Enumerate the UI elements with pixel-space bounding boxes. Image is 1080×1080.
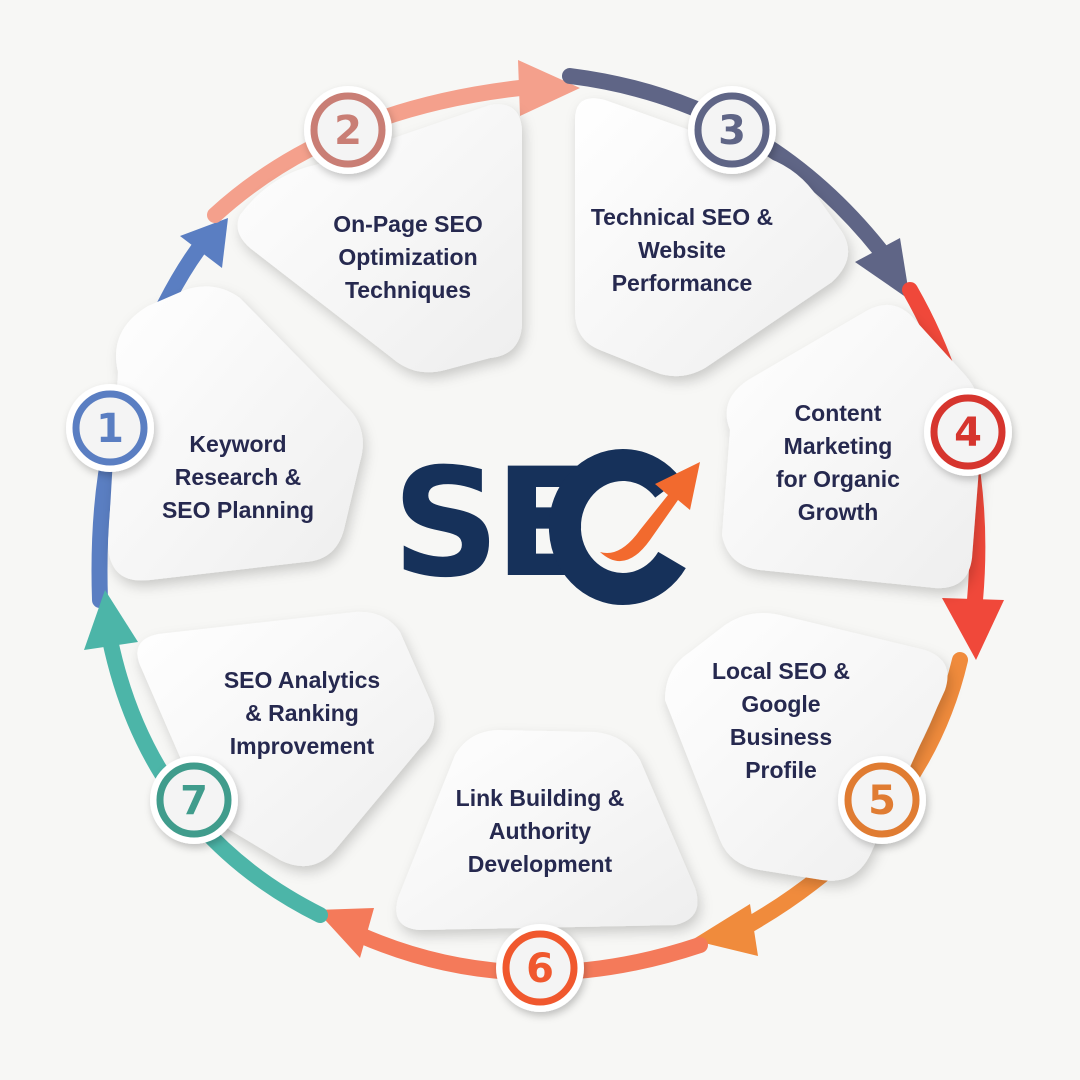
step-1-label-line: Research & [175, 464, 302, 490]
badge-number: 5 [868, 778, 896, 824]
step-6-label-line: Development [468, 851, 613, 877]
badge-ring [502, 930, 578, 1006]
arrowhead-slate [855, 238, 910, 300]
step-1-badge: 1 [66, 384, 154, 472]
step-5-label-line: Business [730, 724, 832, 750]
arrowhead-teal [84, 590, 138, 650]
growth-arrow-icon [600, 462, 700, 562]
arrowhead-orange [692, 904, 758, 956]
step-3-label-line: Performance [612, 270, 753, 296]
badge-number: 3 [718, 108, 746, 154]
step-7-badge: 7 [150, 756, 238, 844]
step-6-label-line: Authority [489, 818, 591, 844]
logo-o-ring [548, 449, 686, 605]
step-6-label-line: Link Building & [456, 785, 625, 811]
step-3-badge: 3 [688, 86, 776, 174]
step-1-label-line: Keyword [189, 431, 286, 457]
badge-ring [310, 92, 386, 168]
step-badges: 1 2 3 4 5 6 7 [66, 86, 1012, 1012]
step-5-label-line: Google [741, 691, 820, 717]
card-step-6 [396, 730, 698, 930]
card-step-3 [575, 98, 849, 377]
badge-ring [156, 762, 232, 838]
badge-number: 6 [526, 946, 554, 992]
badge-ring [930, 394, 1006, 470]
step-2-label-line: Techniques [345, 277, 471, 303]
step-7-label-line: Improvement [230, 733, 375, 759]
step-4-label-line: Marketing [784, 433, 893, 459]
step-6-badge: 6 [496, 924, 584, 1012]
arrowhead-salmon [518, 60, 580, 116]
badge-number: 1 [96, 406, 124, 452]
step-3-label-line: Technical SEO & [591, 204, 773, 230]
step-4-label-line: for Organic [776, 466, 900, 492]
step-7-label-line: SEO Analytics [224, 667, 380, 693]
badge-ring [844, 762, 920, 838]
card-step-4 [722, 304, 983, 589]
step-1-label-line: SEO Planning [162, 497, 314, 523]
step-3-label-line: Website [638, 237, 726, 263]
step-5-label-line: Profile [745, 757, 817, 783]
step-7-label-line: & Ranking [245, 700, 359, 726]
card-step-2 [237, 104, 523, 373]
badge-ring [694, 92, 770, 168]
step-4-label-line: Growth [798, 499, 879, 525]
seo-logo: SE [392, 437, 700, 611]
arrowhead-red [942, 598, 1004, 660]
badge-ring [72, 390, 148, 466]
badge-number: 7 [180, 778, 208, 824]
step-4-label-line: Content [795, 400, 882, 426]
step-4-badge: 4 [924, 388, 1012, 476]
step-5-label-line: Local SEO & [712, 658, 850, 684]
badge-number: 4 [954, 410, 982, 456]
card-step-1 [108, 286, 363, 581]
arrowhead-coral [316, 908, 374, 958]
step-5-badge: 5 [838, 756, 926, 844]
step-2-label-line: On-Page SEO [333, 211, 483, 237]
step-2-badge: 2 [304, 86, 392, 174]
step-2-label-line: Optimization [338, 244, 477, 270]
arrowhead-blue [180, 218, 228, 268]
badge-number: 2 [334, 108, 362, 154]
step-cards [108, 98, 983, 930]
